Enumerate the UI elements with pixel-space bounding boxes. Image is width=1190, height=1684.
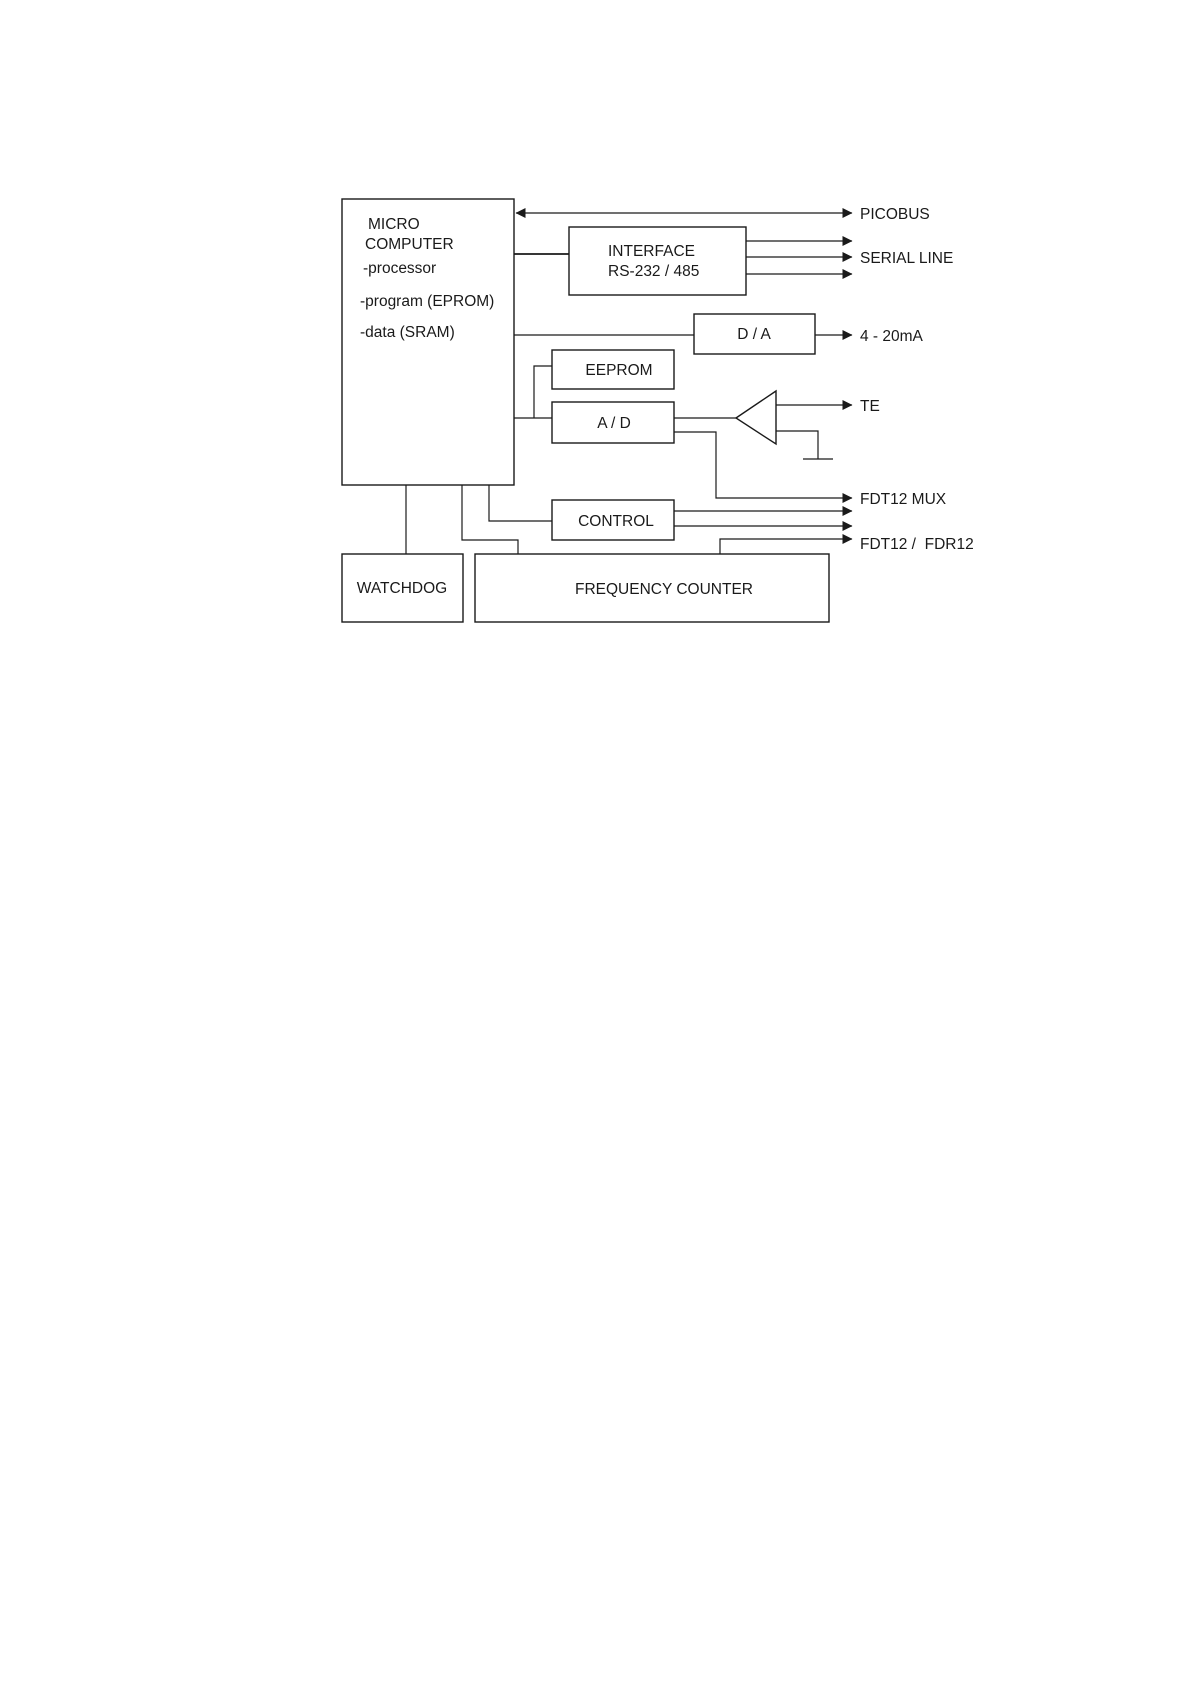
microcomputer-item-program: -program (EPROM) bbox=[360, 293, 494, 310]
te-label: TE bbox=[860, 398, 880, 415]
serial-line-label: SERIAL LINE bbox=[860, 250, 953, 267]
control-block: CONTROL bbox=[552, 500, 674, 540]
interface-block: INTERFACE RS-232 / 485 bbox=[569, 227, 746, 295]
micro-eeprom-ad-bus bbox=[514, 366, 552, 418]
da-block: D / A bbox=[694, 314, 815, 354]
current-output-label: 4 - 20mA bbox=[860, 328, 924, 345]
frequency-counter-block: FREQUENCY COUNTER bbox=[475, 554, 829, 622]
eeprom-label: EEPROM bbox=[585, 362, 652, 379]
interface-label-2: RS-232 / 485 bbox=[608, 263, 699, 280]
control-label: CONTROL bbox=[578, 513, 654, 530]
microcomputer-item-data: -data (SRAM) bbox=[360, 324, 455, 341]
fdt12-mux-label: FDT12 MUX bbox=[860, 491, 947, 508]
microcomputer-block: MICRO COMPUTER -processor -program (EPRO… bbox=[342, 199, 514, 485]
ground-symbol bbox=[776, 431, 833, 459]
amplifier-triangle bbox=[736, 391, 776, 444]
watchdog-block: WATCHDOG bbox=[342, 554, 463, 622]
eeprom-block: EEPROM bbox=[552, 350, 674, 389]
fdt12-mux-line bbox=[674, 432, 852, 498]
picobus-label: PICOBUS bbox=[860, 206, 930, 223]
watchdog-label: WATCHDOG bbox=[357, 580, 447, 597]
ad-block: A / D bbox=[552, 402, 674, 443]
fdt12-fdr12-label: FDT12 / FDR12 bbox=[860, 536, 974, 553]
microcomputer-title-2: COMPUTER bbox=[365, 236, 454, 253]
fdt12-fdr12-line bbox=[720, 539, 852, 554]
ad-label: A / D bbox=[597, 415, 631, 432]
micro-frequency-counter-link bbox=[462, 485, 518, 554]
da-label: D / A bbox=[737, 326, 771, 343]
micro-control-link bbox=[489, 485, 552, 521]
microcomputer-item-processor: -processor bbox=[363, 260, 436, 277]
interface-label-1: INTERFACE bbox=[608, 243, 695, 260]
microcomputer-title-1: MICRO bbox=[368, 216, 420, 233]
frequency-counter-label: FREQUENCY COUNTER bbox=[575, 581, 753, 598]
